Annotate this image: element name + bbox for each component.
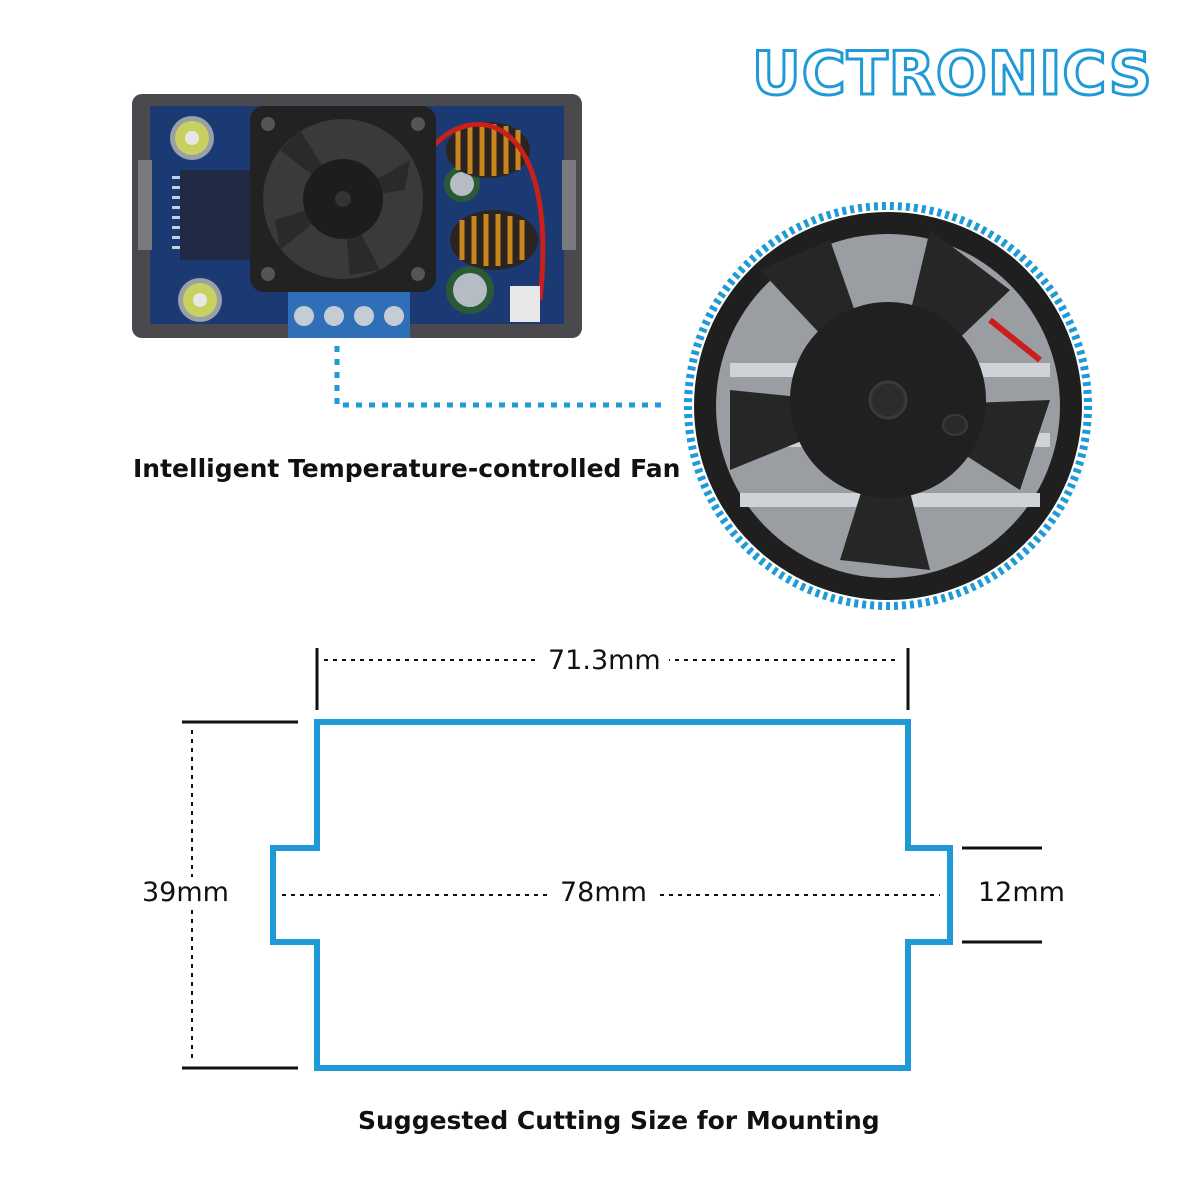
circuit-board-image	[132, 94, 582, 338]
connector-line	[334, 346, 662, 408]
brand-logo-text: UCTRONICS	[752, 40, 1152, 109]
brand-logo: UCTRONICS	[752, 40, 1152, 110]
tab-height-label: 12mm	[978, 877, 1065, 908]
mounting-caption: Suggested Cutting Size for Mounting	[358, 1106, 880, 1135]
height-label: 39mm	[142, 877, 229, 908]
top-width-label: 71.3mm	[540, 645, 669, 676]
fan-icon	[684, 202, 1092, 610]
feature-caption: Intelligent Temperature-controlled Fan	[133, 454, 681, 483]
brand-logo-graphic: UCTRONICS	[752, 40, 1152, 110]
full-width-label: 78mm	[548, 877, 659, 908]
cutting-outline	[270, 719, 953, 1071]
